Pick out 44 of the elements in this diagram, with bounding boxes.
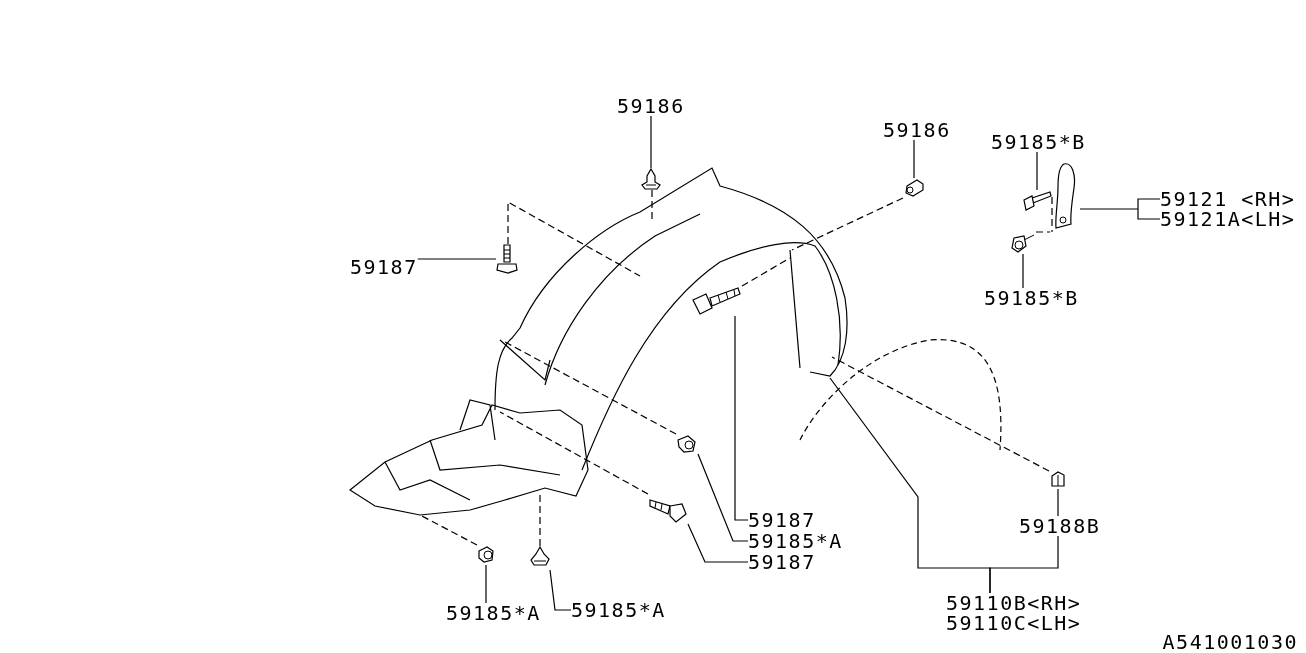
part-number-label: 59121 <RH>: [1160, 189, 1296, 209]
leader-line: [1057, 488, 1059, 517]
assembly-line: [831, 356, 1050, 472]
leader-line: [697, 453, 749, 542]
leader-line: [687, 523, 749, 563]
part-number-label: 59187: [748, 552, 816, 572]
part-number-label: 59185*A: [571, 600, 666, 620]
assembly-line: [791, 197, 904, 251]
part-number-label: 59185*B: [991, 132, 1086, 152]
assembly-line: [1051, 196, 1053, 233]
part-number-label: 59185*A: [748, 531, 843, 551]
leader-line: [913, 139, 915, 179]
part-number-label: 59121A<LH>: [1160, 209, 1296, 229]
part-number-label: 59186: [617, 96, 685, 116]
leader-line: [1036, 151, 1038, 191]
leader-line: [1079, 198, 1161, 220]
leader-line: [1022, 253, 1024, 289]
clip-drawing: [477, 545, 495, 565]
leader-line: [417, 258, 497, 260]
part-number-label: 59110B<RH>: [946, 593, 1082, 613]
nut-drawing: [903, 178, 925, 198]
leader-line: [549, 569, 572, 611]
assembly-line: [419, 514, 478, 546]
bolt-drawing: [1010, 232, 1036, 254]
part-number-label: 59186: [883, 120, 951, 140]
part-number-label: 59187: [748, 510, 816, 530]
part-number-label: 59188B: [1019, 516, 1101, 536]
assembly-line: [1035, 231, 1051, 233]
leader-line: [650, 115, 652, 169]
part-number-label: 59185*A: [446, 603, 541, 623]
leader-line: [734, 315, 749, 521]
clip-drawing: [676, 434, 698, 454]
drawing-number: A541001030: [1162, 632, 1298, 652]
leader-line: [989, 535, 1059, 594]
bolt-drawing: [1022, 190, 1052, 212]
clip-drawing: [1049, 471, 1067, 489]
assembly-line: [499, 411, 649, 495]
assembly-line: [504, 341, 677, 435]
part-number-label: 59187: [350, 257, 418, 277]
assembly-line: [507, 200, 641, 277]
bolt-drawing: [690, 286, 742, 316]
part-number-label: 59110C<LH>: [946, 613, 1082, 633]
leader-line: [485, 564, 487, 604]
part-number-label: 59185*B: [984, 288, 1079, 308]
